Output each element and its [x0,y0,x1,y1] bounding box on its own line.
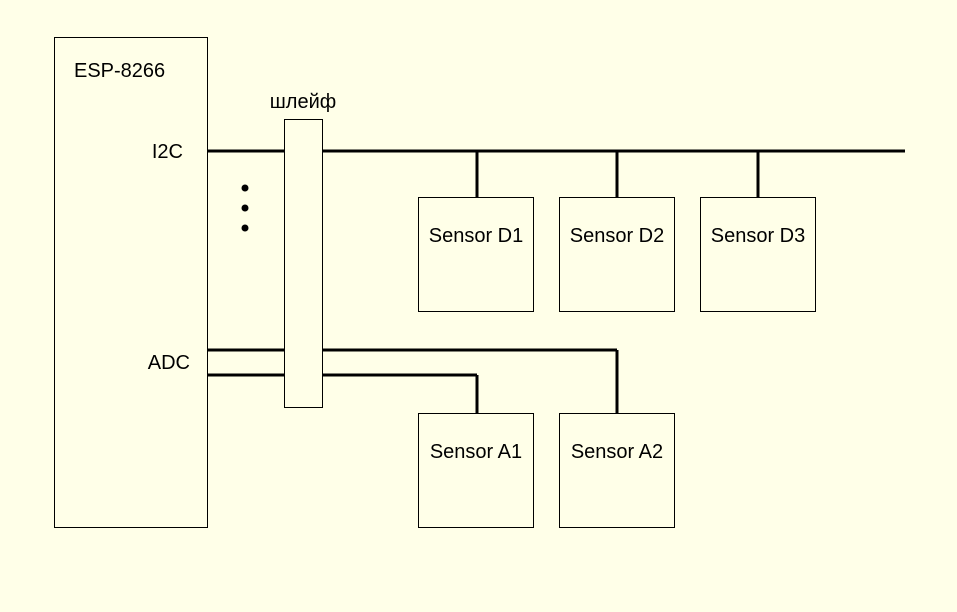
wires [207,149,905,413]
sensor-box [559,413,675,528]
cable-block: шлейф [270,91,336,408]
sensor-box [418,413,534,528]
ellipsis-dots [241,184,249,232]
sensor-d2: Sensor D2 [559,197,675,312]
ellipsis-dot [241,204,249,212]
sensor-label: Sensor D3 [711,225,806,247]
ellipsis-dot [241,224,249,232]
sensor-label: Sensor A2 [571,441,663,463]
sensor-label: Sensor D2 [570,225,665,247]
mcu-block: ESP-8266 I2C ADC [54,37,208,528]
analog-sensors: Sensor A1 Sensor A2 [418,413,675,528]
digital-sensors: Sensor D1 Sensor D2 Sensor D3 [418,197,816,312]
cable-label: шлейф [270,91,336,113]
port-label-adc: ADC [148,352,190,374]
sensor-d3: Sensor D3 [700,197,816,312]
sensor-label: Sensor D1 [429,225,524,247]
sensor-a2: Sensor A2 [559,413,675,528]
sensor-a1: Sensor A1 [418,413,534,528]
cable-box [284,119,323,408]
port-label-i2c: I2C [152,141,183,163]
mcu-title: ESP-8266 [74,60,165,82]
mcu-box [54,37,208,528]
sensor-box [559,197,675,312]
ellipsis-dot [241,184,249,192]
sensor-box [700,197,816,312]
sensor-box [418,197,534,312]
sensor-d1: Sensor D1 [418,197,534,312]
sensor-label: Sensor A1 [430,441,522,463]
